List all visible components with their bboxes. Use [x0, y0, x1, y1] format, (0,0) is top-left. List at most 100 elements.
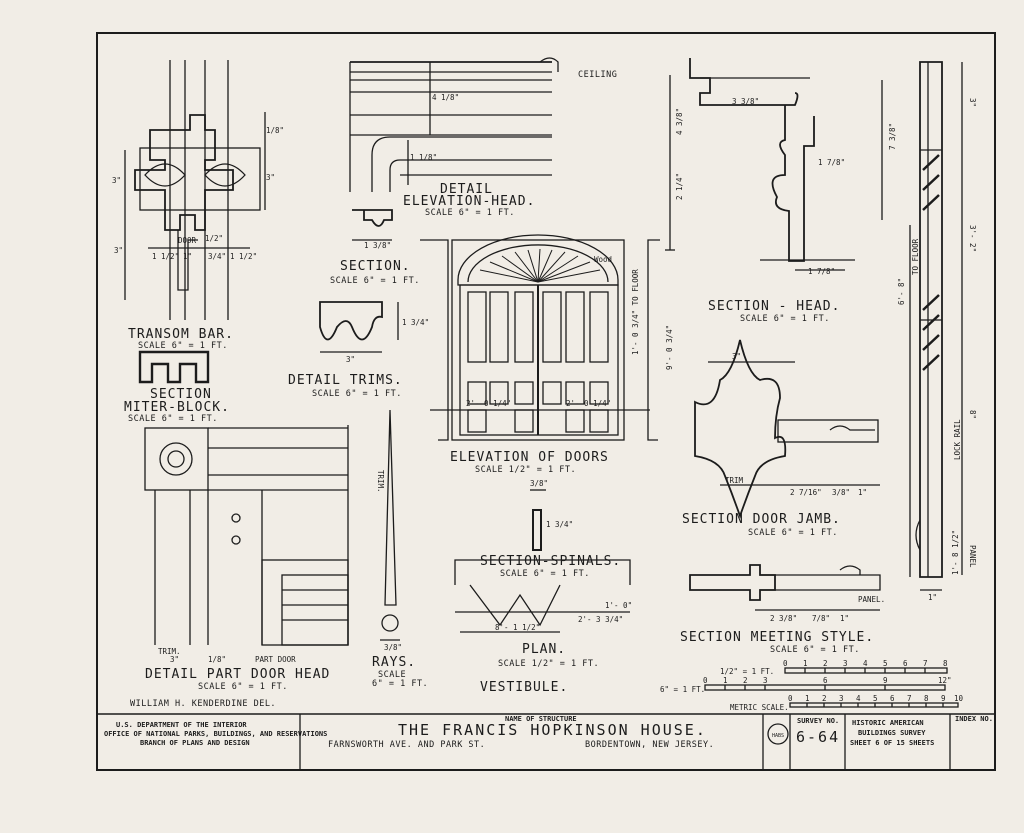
scale-tick: 6	[903, 659, 908, 668]
door-jamb-title: SECTION DOOR JAMB.	[682, 512, 841, 527]
half-inch-scale-label: 1/2" = 1 FT.	[720, 667, 774, 676]
transom-dim-10: 3"	[266, 173, 275, 182]
section-profile	[352, 209, 393, 227]
stile-dim-1: 3"	[968, 98, 977, 107]
transom-bar-scale: SCALE 6" = 1 FT.	[138, 341, 228, 351]
scale-tick: 2	[823, 659, 828, 668]
scale-tick: 4	[863, 659, 868, 668]
section-head-title: SECTION - HEAD.	[708, 299, 840, 314]
elevation-head-dim-1: 4 1/8"	[432, 93, 459, 102]
transom-dim-1: 3"	[112, 176, 121, 185]
plan-drawing	[454, 559, 631, 633]
elevation-head-drawing	[349, 57, 559, 192]
section-head-dim-1: 3 3/8"	[732, 97, 759, 106]
scale-tick: 1	[805, 694, 810, 703]
spinals-scale: SCALE 6" = 1 FT.	[500, 569, 590, 579]
meeting-style-title: SECTION MEETING STYLE.	[680, 630, 874, 645]
stile-dim-2: 3'- 2"	[968, 225, 977, 252]
part-door-head-dim-2: 1/8"	[208, 655, 226, 664]
elevation-head-scale: SCALE 6" = 1 FT.	[425, 208, 515, 218]
transom-dim-8: 1/8"	[266, 126, 284, 135]
section-head-dim-4: 1 7/8"	[818, 158, 845, 167]
trims-title: DETAIL TRIMS.	[288, 373, 403, 388]
half-inch-scale-ticks: 0 1 2 3 4 5 6 7 8	[783, 659, 948, 668]
transom-dim-4: 3/4"	[208, 252, 226, 261]
survey-no: 6-64	[796, 728, 840, 746]
sheet-border	[96, 32, 996, 771]
stile-lock-rail: LOCK RAIL	[953, 419, 962, 460]
section-head-scale: SCALE 6" = 1 FT.	[740, 314, 830, 324]
section-head-dim-5: 1 7/8"	[808, 267, 835, 276]
door-jamb-dim-4: 1"	[858, 488, 867, 497]
rays-scale-2: 6" = 1 FT.	[372, 679, 428, 689]
fanlight-rays	[479, 248, 601, 283]
meeting-style-panel: PANEL.	[858, 595, 885, 604]
scale-tick: 1	[723, 676, 728, 685]
structure-city: BORDENTOWN, NEW JERSEY.	[585, 740, 714, 750]
trims-dim-1: 3"	[346, 355, 355, 364]
stile-dim-7: 1'- 8 1/2"	[951, 530, 960, 575]
part-door-head-drawing	[144, 425, 349, 646]
miter-block-title-1: SECTION	[150, 387, 212, 402]
structure-name: THE FRANCIS HOPKINSON HOUSE.	[398, 721, 707, 739]
spinal-profile	[532, 509, 542, 551]
scale-tick: 2	[822, 694, 827, 703]
plan-dim-3: 1'- 0"	[605, 601, 632, 610]
section-head-dim-3: 2 1/4"	[675, 173, 684, 200]
plan-dim-1: 8'- 1 1/2"	[495, 623, 540, 632]
dept-line-3: BRANCH OF PLANS AND DESIGN	[140, 739, 250, 747]
transom-bar-title: TRANSOM BAR.	[128, 327, 234, 342]
habs-line-1: HISTORIC AMERICAN	[852, 719, 924, 727]
spinals-dim-2: 1 3/4"	[546, 520, 573, 529]
transom-dim-3: 1"	[183, 252, 192, 261]
metric-scale-label: METRIC SCALE.	[730, 703, 789, 712]
elevation-head-title-1: DETAIL	[440, 182, 493, 197]
elevation-head-title-2: ELEVATION-HEAD.	[403, 194, 535, 209]
habs-line-2: BUILDINGS SURVEY	[858, 729, 926, 737]
stile-panel: PANEL	[968, 545, 977, 568]
part-door-head-dim-1: 3"	[170, 655, 179, 664]
doors-dim-2: 9'- 0 3/4"	[665, 325, 674, 370]
ceiling-label: CEILING	[578, 70, 617, 80]
plan-dim-2: 2'- 3 3/4"	[578, 615, 623, 624]
door-jamb-drawing	[694, 339, 880, 519]
stile-dim-3: 6'- 8"	[897, 278, 906, 305]
scale-tick: 0	[783, 659, 788, 668]
six-inch-scale-label: 6" = 1 FT.	[660, 685, 705, 694]
delineator-credit: WILLIAM H. KENDERDINE DEL.	[130, 699, 276, 709]
scale-tick: 3	[763, 676, 768, 685]
transom-dim-9: 3"	[114, 246, 123, 255]
part-door-head-part-door: PART DOOR	[255, 655, 296, 664]
transom-bar-drawing	[124, 60, 266, 320]
transom-dim-2: 1/2"	[205, 234, 223, 243]
scale-tick: 8	[943, 659, 948, 668]
structure-address: FARNSWORTH AVE. AND PARK ST.	[328, 740, 485, 750]
plan-scale: SCALE 1/2" = 1 FT.	[498, 659, 599, 669]
scale-tick: 6	[890, 694, 895, 703]
section-scale: SCALE 6" = 1 FT.	[330, 276, 420, 286]
metric-scale-ticks: 0 1 2 3 4 5 6 7 8 9 10	[788, 694, 964, 703]
scale-tick: 10	[954, 694, 964, 703]
scale-tick: 4	[856, 694, 861, 703]
miter-block-scale: SCALE 6" = 1 FT.	[128, 414, 218, 424]
name-of-structure-label: NAME OF STRUCTURE	[505, 715, 577, 723]
habs-seal-icon	[767, 723, 789, 745]
seal-text: HABS	[772, 733, 784, 739]
spinals-title: SECTION-SPINALS.	[480, 554, 621, 569]
trims-profile	[319, 301, 383, 341]
elevation-doors-drawing	[420, 234, 660, 441]
section-dim: 1 3/8"	[364, 241, 391, 250]
meeting-style-scale: SCALE 6" = 1 FT.	[770, 645, 860, 655]
index-no-label: INDEX NO.	[955, 715, 993, 723]
meeting-style-dim-2: 7/8"	[812, 614, 830, 623]
doors-dim-3: 2'- 0 1/4"	[466, 399, 511, 408]
scale-tick: 9	[941, 694, 946, 703]
elevation-doors-scale: SCALE 1/2" = 1 FT.	[475, 465, 576, 475]
scale-tick: 5	[883, 659, 888, 668]
section-title: SECTION.	[340, 259, 411, 274]
door-jamb-scale: SCALE 6" = 1 FT.	[748, 528, 838, 538]
meeting-style-dim-1: 2 3/8"	[770, 614, 797, 623]
scale-tick: 5	[873, 694, 878, 703]
stile-drawing	[909, 61, 963, 591]
